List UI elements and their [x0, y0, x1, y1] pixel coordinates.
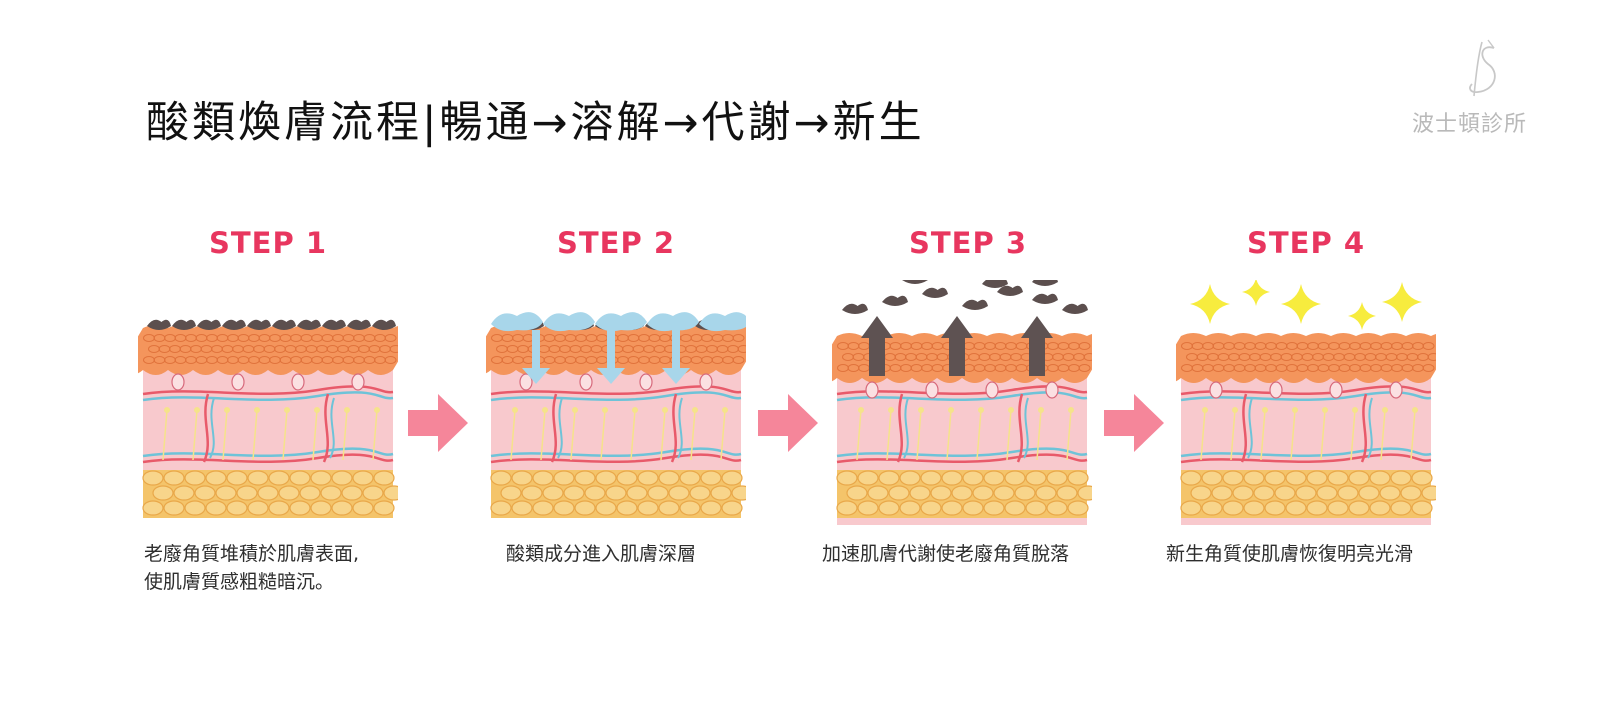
up-arrow-icon — [941, 316, 973, 376]
sparkle-icon — [1242, 280, 1270, 306]
step-4-label: STEP 4 — [1246, 226, 1365, 260]
step-1-caption-line-2: 使肌膚質感粗糙暗沉。 — [144, 571, 335, 593]
down-arrow-icon — [522, 368, 550, 384]
step-3-label: STEP 3 — [908, 226, 1027, 260]
sparkle-icon — [1190, 284, 1230, 324]
sparkle-icon — [1382, 282, 1422, 322]
step-4-caption: 新生角質使肌膚恢復明亮光滑 — [1166, 540, 1413, 568]
step-2-skin-illustration — [486, 312, 746, 518]
step-1-caption: 老廢角質堆積於肌膚表面, 使肌膚質感粗糙暗沉。 — [144, 540, 359, 596]
step-1-caption-line-1: 老廢角質堆積於肌膚表面, — [144, 543, 360, 565]
flow-arrow-icon — [1104, 394, 1164, 452]
brand-name: 波士頓診所 — [1412, 112, 1528, 137]
sparkle-icon — [1281, 284, 1321, 324]
brand-logo: 波士頓診所 — [1408, 34, 1558, 144]
sparkle-icon — [1348, 302, 1376, 330]
down-arrow-icon — [597, 368, 625, 384]
step-1-skin-illustration — [138, 319, 398, 518]
step-4-caption-line-1: 新生角質使肌膚恢復明亮光滑 — [1166, 543, 1414, 565]
step-2-label: STEP 2 — [556, 226, 675, 260]
flow-arrow-icon — [408, 394, 468, 452]
step-4-skin-illustration — [1176, 280, 1436, 525]
down-arrow-icon — [662, 368, 690, 384]
step-3-caption-line-1: 加速肌膚代謝使老廢角質脫落 — [822, 543, 1070, 565]
logo-mark-icon — [1469, 39, 1496, 97]
step-2-caption-line-1: 酸類成分進入肌膚深層 — [506, 543, 697, 565]
step-3-caption: 加速肌膚代謝使老廢角質脫落 — [822, 540, 1069, 568]
step-2-caption: 酸類成分進入肌膚深層 — [506, 540, 696, 568]
page-title: 酸類煥膚流程|暢通→溶解→代謝→新生 — [146, 98, 925, 148]
step-3-skin-illustration — [832, 280, 1092, 525]
flow-arrow-icon — [758, 394, 818, 452]
up-arrow-icon — [1021, 316, 1053, 376]
step-1-label: STEP 1 — [208, 226, 327, 260]
up-arrow-icon — [861, 316, 893, 376]
